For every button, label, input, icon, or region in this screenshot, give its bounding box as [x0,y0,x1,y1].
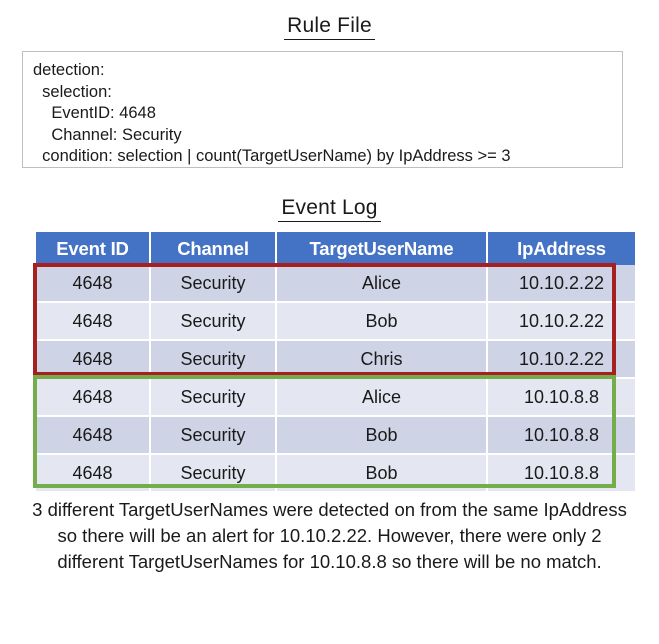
cell-ip-address: 10.10.2.22 [486,302,635,341]
cell-event-id: 4648 [36,265,151,303]
rule-line-detection: detection: [33,61,105,79]
cell-ip-address: 10.10.8.8 [486,378,635,417]
event-log-table: Event ID Channel TargetUserName IpAddres… [36,232,635,493]
cell-event-id: 4648 [36,378,151,417]
column-header-channel: Channel [149,232,277,265]
cell-ip-address: 10.10.2.22 [486,265,635,303]
cell-event-id: 4648 [36,340,151,379]
rule-line-selection: selection: [33,82,112,101]
cell-channel: Security [149,416,277,455]
rule-file-box: detection: selection: EventID: 4648 Chan… [22,51,623,168]
table-row: 4648 Security Bob 10.10.8.8 [36,454,635,493]
explanation-caption: 3 different TargetUserNames were detecte… [32,499,627,572]
cell-event-id: 4648 [36,416,151,455]
cell-event-id: 4648 [36,302,151,341]
rule-file-title-text: Rule File [284,14,375,41]
cell-event-id: 4648 [36,454,151,493]
cell-target-user-name: Alice [275,265,488,303]
rule-line-channel: Channel: Security [33,125,182,144]
cell-target-user-name: Bob [275,454,488,493]
table-row: 4648 Security Bob 10.10.2.22 [36,302,635,341]
cell-channel: Security [149,378,277,417]
table-row: 4648 Security Chris 10.10.2.22 [36,340,635,379]
cell-target-user-name: Bob [275,302,488,341]
cell-channel: Security [149,454,277,493]
cell-ip-address: 10.10.8.8 [486,416,635,455]
cell-channel: Security [149,265,277,303]
column-header-target-user-name: TargetUserName [275,232,488,265]
cell-target-user-name: Alice [275,378,488,417]
event-log-title: Event Log [0,196,659,223]
table-row: 4648 Security Alice 10.10.8.8 [36,378,635,417]
column-header-ip-address: IpAddress [486,232,635,265]
cell-ip-address: 10.10.2.22 [486,340,635,379]
cell-target-user-name: Chris [275,340,488,379]
cell-ip-address: 10.10.8.8 [486,454,635,493]
rule-file-title: Rule File [0,14,659,41]
cell-channel: Security [149,302,277,341]
table-row: 4648 Security Alice 10.10.2.22 [36,265,635,303]
cell-channel: Security [149,340,277,379]
column-header-event-id: Event ID [36,232,151,265]
event-log-title-text: Event Log [278,196,381,223]
cell-target-user-name: Bob [275,416,488,455]
table-row: 4648 Security Bob 10.10.8.8 [36,416,635,455]
rule-line-eventid: EventID: 4648 [33,104,156,122]
rule-line-condition: condition: selection | count(TargetUserN… [33,147,511,165]
table-header-row: Event ID Channel TargetUserName IpAddres… [36,232,635,265]
